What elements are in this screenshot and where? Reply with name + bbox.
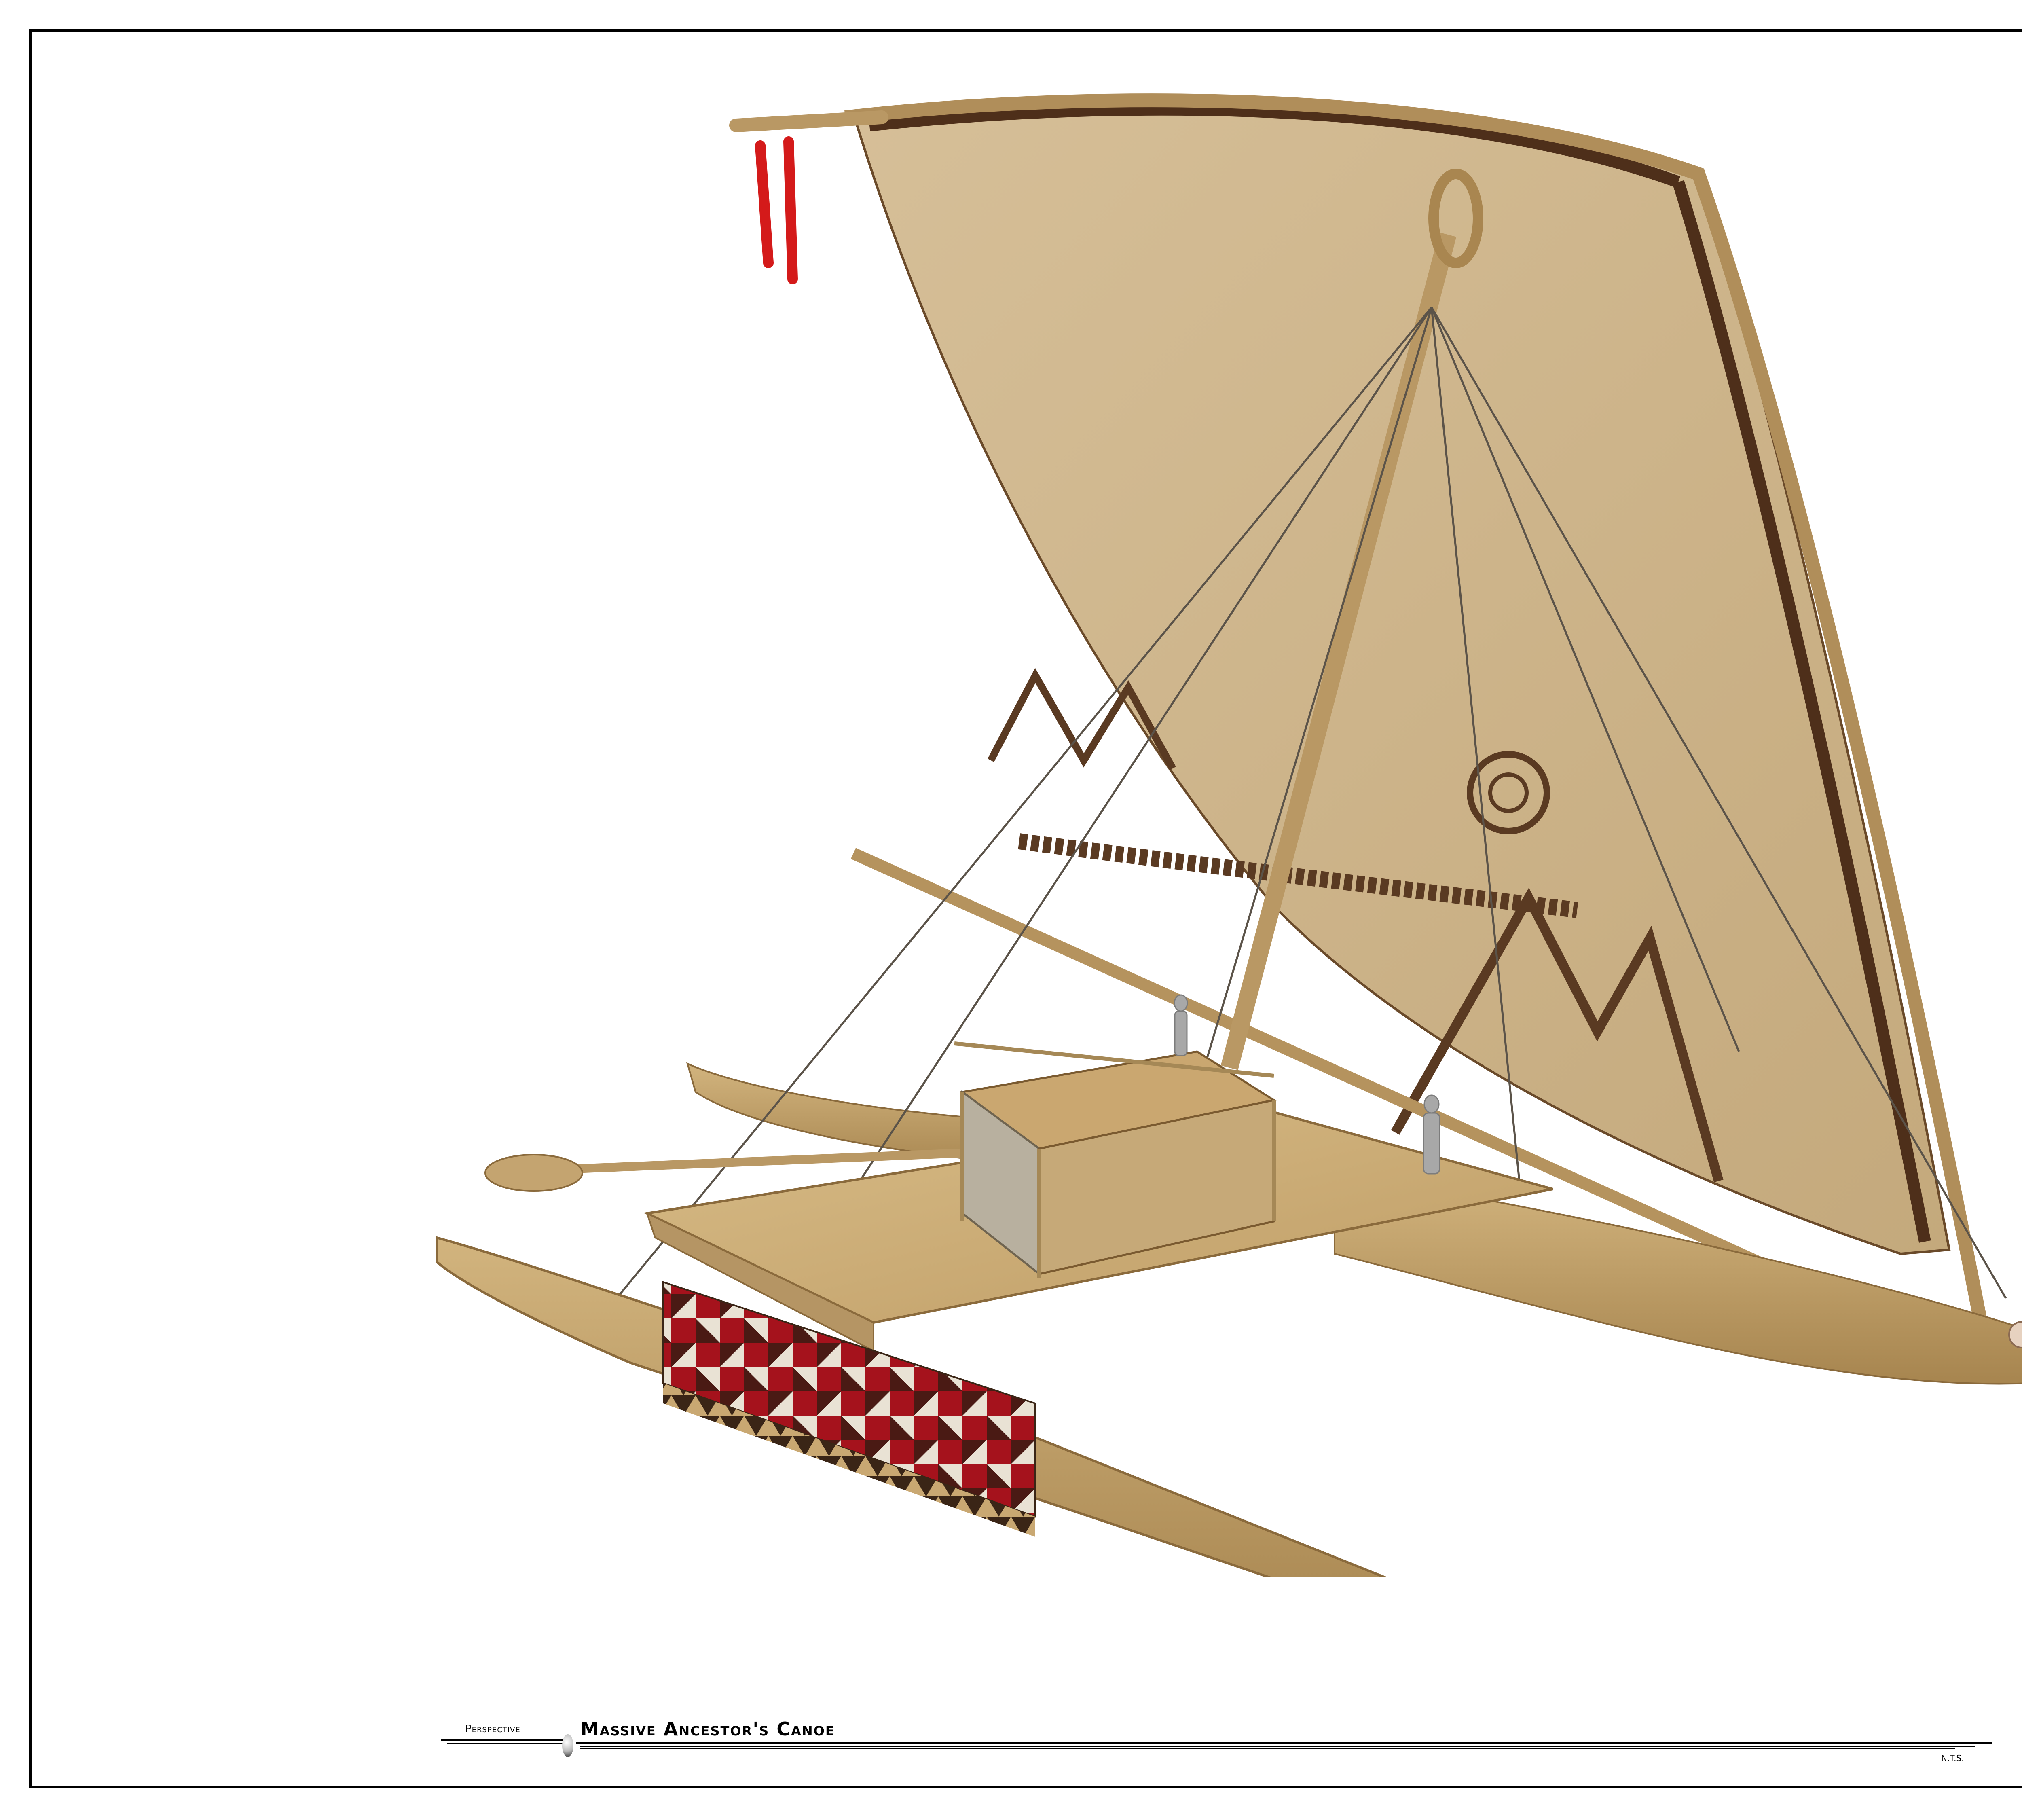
caption-rule — [580, 1748, 1955, 1749]
caption-view-label: Perspective — [465, 1723, 520, 1735]
drawing-caption: Perspective Massive Ancestor's Canoe — [441, 1711, 1992, 1759]
caption-bullet-icon — [562, 1734, 573, 1757]
sheet-border — [29, 29, 2022, 1788]
caption-title: Massive Ancestor's Canoe — [580, 1718, 835, 1740]
caption-rule — [580, 1746, 1975, 1747]
caption-rule — [447, 1743, 564, 1744]
canoe-render — [436, 93, 2022, 1577]
caption-rule — [441, 1739, 566, 1741]
caption-scale: N.T.S. — [1941, 1753, 1964, 1763]
caption-rule — [576, 1742, 1992, 1744]
